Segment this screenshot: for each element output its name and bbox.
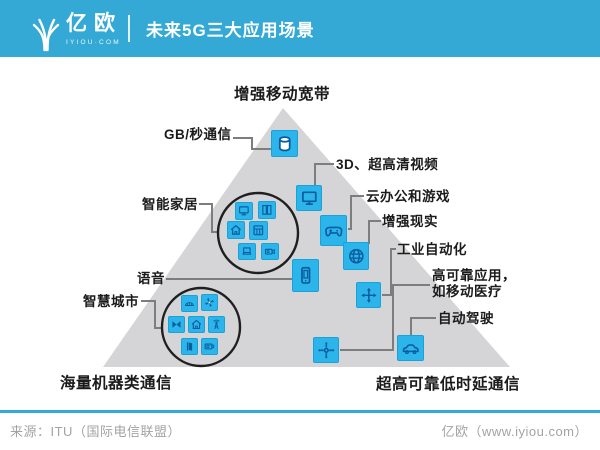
pyramid-top-label: 增强移动宽带 [234,86,331,103]
surveillance-camera-icon [201,338,218,355]
callout-voice: 语音 [137,271,165,286]
credit-attribution: 亿欧（www.iyiou.com） [441,424,588,439]
callout-industrial-automation: 工业自动化 [397,242,467,257]
callout-smart-city: 智慧城市 [83,294,139,309]
pyramid-bottom-right-label: 超高可靠低时延通信 [376,376,521,393]
callout-high-reliability-line2: 如移动医疗 [432,284,502,299]
smartphone-icon [292,259,319,292]
header-bar: 亿欧 IYIOU·COM 未来5G三大应用场景 [0,0,600,57]
callout-high-reliability-apps: 高可靠应用， 如移动医疗 [432,268,516,300]
house-icon [227,221,245,239]
callout-smart-home: 智能家居 [142,197,198,212]
car-icon [397,335,424,361]
pyramid-bottom-left-label: 海量机器类通信 [60,375,173,392]
crossroad-icon [313,337,339,363]
traffic-icon [168,316,185,333]
page-title: 未来5G三大应用场景 [146,21,315,40]
meter-icon [249,221,268,240]
laptop-icon [238,243,256,260]
brand-block: 亿欧 IYIOU·COM [66,12,122,46]
callout-high-reliability-line1: 高可靠应用， [432,268,516,283]
door-icon [181,338,198,355]
globe-icon [343,242,369,270]
pyramid-triangle [103,108,510,367]
callout-3d-uhd-video: 3D、超高清视频 [336,157,439,172]
brand-subtitle: IYIOU·COM [66,39,121,46]
connector-lines [141,137,436,351]
brand-name: 亿欧 [66,12,122,35]
signal-tower-icon [208,316,225,333]
video-camera-icon [261,243,279,260]
monitor-icon [235,202,253,220]
smart-home-circle [216,191,300,275]
callout-cloud-office-gaming: 云办公和游戏 [366,189,450,204]
source-attribution: 来源：ITU（国际电信联盟） [10,424,181,439]
callout-augmented-reality: 增强现实 [382,214,438,229]
move-arrows-icon [356,282,381,308]
wind-turbine-icon [201,294,218,311]
footer-divider [0,410,600,413]
callout-autonomous-driving: 自动驾驶 [438,311,494,326]
callout-gb-per-second: GB/秒通信 [164,127,232,142]
database-icon [271,130,298,157]
gamepad-icon [320,215,347,246]
monitor-icon [296,185,322,211]
sliding-door-icon [258,201,276,219]
bridge-icon [181,295,198,312]
smart-city-circle [160,286,242,368]
house-icon [188,316,205,333]
header-divider [128,15,130,42]
